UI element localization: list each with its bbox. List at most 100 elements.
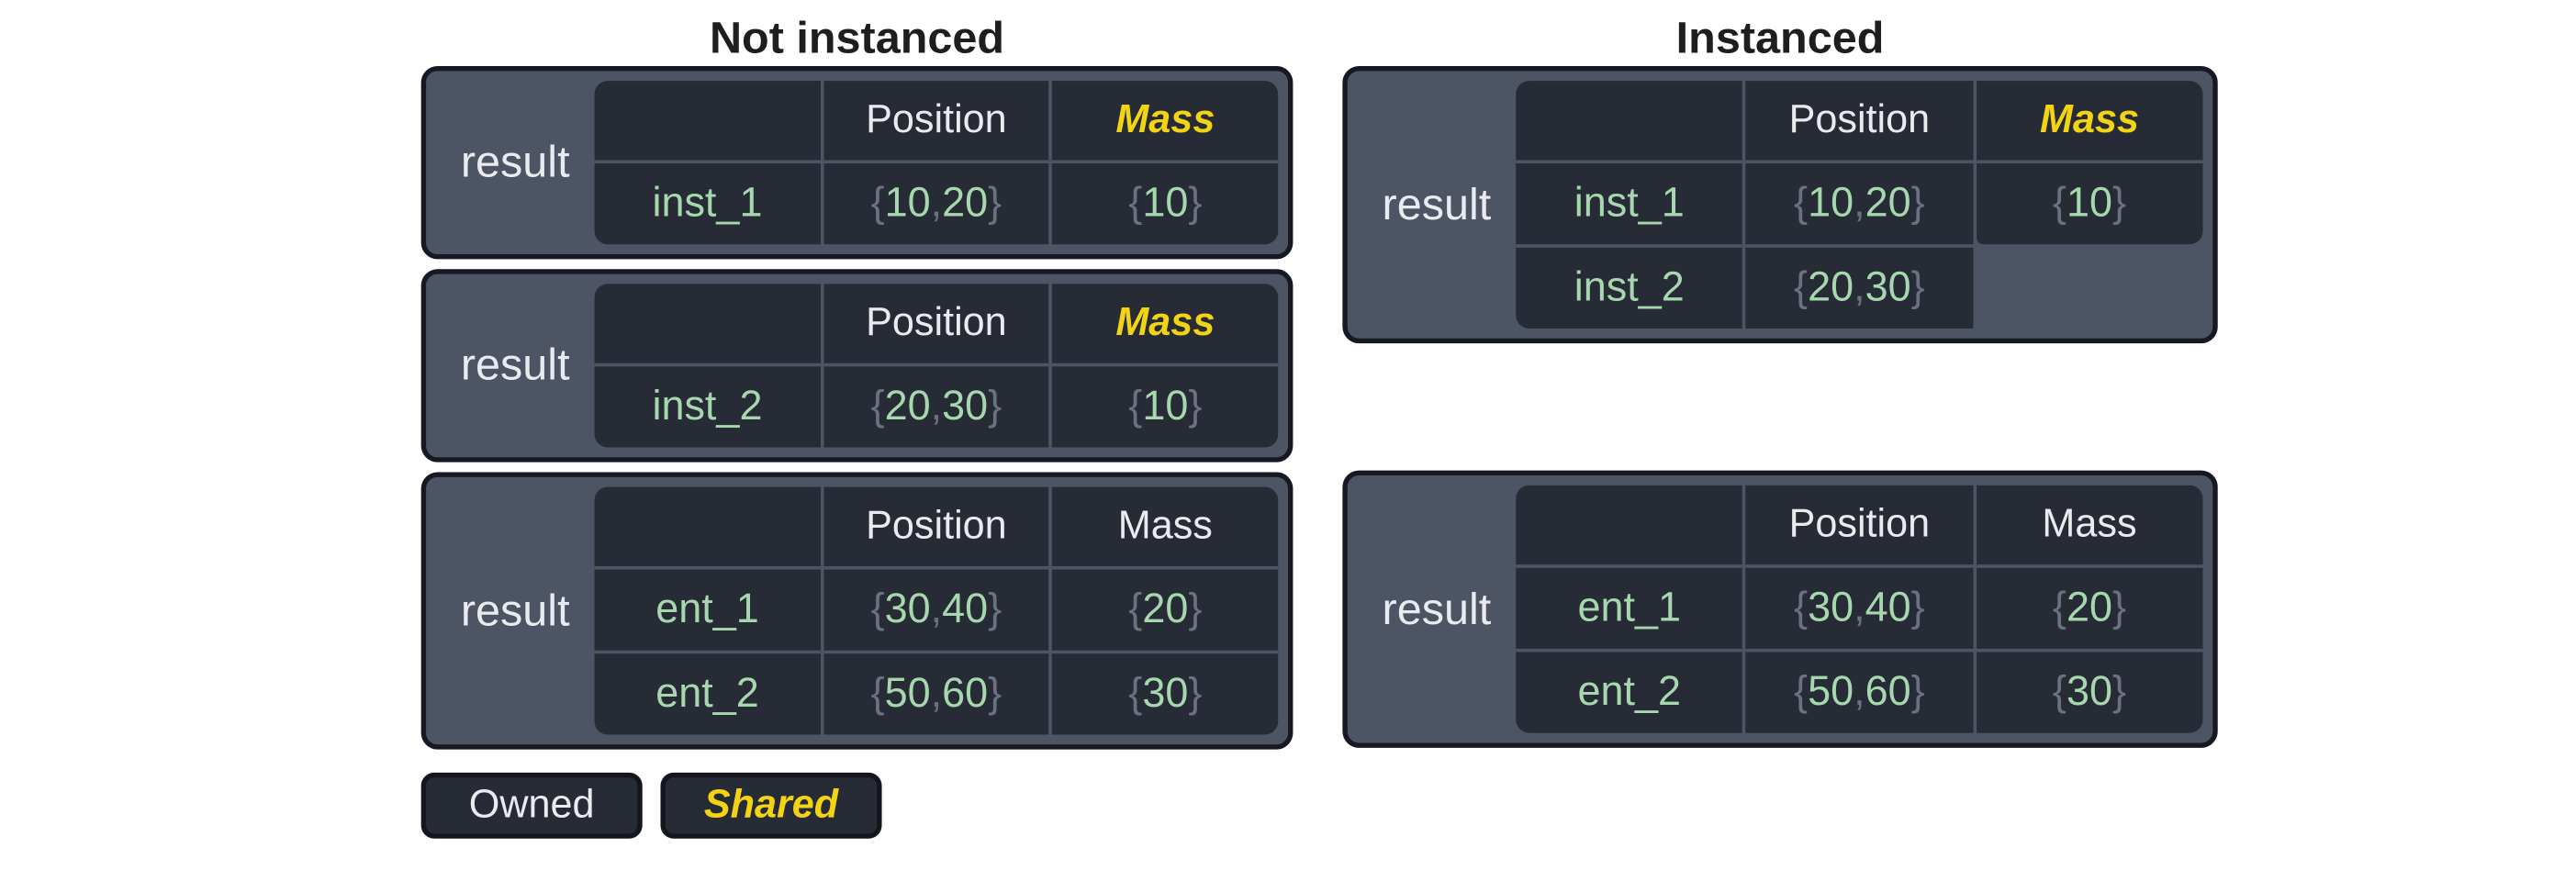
value-text: 30 bbox=[2066, 668, 2112, 715]
value-cell: inst_1 bbox=[595, 163, 821, 244]
value-text: 20 bbox=[2066, 584, 2112, 631]
value-punctuation: } bbox=[1910, 668, 1925, 715]
value-cell: inst_2 bbox=[595, 366, 821, 447]
value-cell: {10, 20} bbox=[823, 163, 1049, 244]
column-header: Position bbox=[1745, 485, 1973, 568]
instanced-title: Instanced bbox=[1675, 13, 1885, 63]
value-cell: {30, 40} bbox=[1746, 568, 1973, 649]
column-entity: ent_1 ent_2 bbox=[594, 486, 821, 735]
column-mass: Mass{10} bbox=[1052, 81, 1279, 245]
value-text: 20 bbox=[884, 383, 931, 429]
value-text: 50 bbox=[884, 670, 931, 717]
value-punctuation: , bbox=[930, 180, 943, 227]
value-punctuation: { bbox=[870, 383, 885, 429]
value-punctuation: { bbox=[1794, 668, 1809, 715]
value-cell: {20, 30} bbox=[1745, 244, 1973, 329]
value-cell: {30} bbox=[1052, 650, 1279, 735]
value-punctuation: } bbox=[988, 586, 1002, 632]
value-text: 20 bbox=[1865, 180, 1911, 227]
value-punctuation: } bbox=[2111, 180, 2127, 227]
value-punctuation: { bbox=[1794, 584, 1809, 631]
value-text: 30 bbox=[884, 586, 931, 632]
value-cell: ent_1 bbox=[1516, 568, 1742, 649]
legend-shared-label: Shared bbox=[703, 782, 839, 828]
column-mass: Mass{10} bbox=[1052, 284, 1279, 448]
value-cell: ent_1 bbox=[595, 570, 821, 651]
column-header: Position bbox=[823, 81, 1049, 164]
value-punctuation: , bbox=[930, 586, 943, 632]
value-cell: inst_2 bbox=[1516, 244, 1743, 329]
result-label: result bbox=[460, 340, 570, 390]
value-cell: {30, 40} bbox=[823, 570, 1049, 651]
value-text: 60 bbox=[942, 670, 989, 717]
value-cell: inst_1 bbox=[1516, 163, 1742, 244]
value-punctuation: } bbox=[1188, 586, 1203, 632]
column-position: Position{30, 40}{50, 60} bbox=[1745, 485, 1973, 733]
column-header: Position bbox=[1745, 81, 1973, 164]
value-punctuation: } bbox=[2111, 668, 2127, 715]
value-text: 40 bbox=[942, 586, 989, 632]
column-header bbox=[594, 487, 821, 570]
value-punctuation: { bbox=[1128, 180, 1143, 227]
column-header: Mass bbox=[1052, 81, 1279, 164]
value-punctuation: { bbox=[870, 586, 885, 632]
value-text: inst_2 bbox=[1574, 263, 1685, 311]
value-text: ent_1 bbox=[655, 586, 759, 632]
value-text: 10 bbox=[2066, 180, 2112, 227]
value-cell: {10} bbox=[1052, 366, 1278, 447]
value-punctuation: , bbox=[1854, 180, 1865, 227]
value-punctuation: { bbox=[2052, 668, 2066, 715]
result-label: result bbox=[460, 137, 570, 187]
value-text: 50 bbox=[1808, 668, 1854, 715]
component-table: inst_1 Position{10, 20}Mass {10} bbox=[594, 81, 1279, 245]
value-cell: ent_2 bbox=[594, 650, 821, 735]
column-position: Position{10, 20} bbox=[823, 81, 1049, 245]
value-text: 10 bbox=[1142, 383, 1189, 429]
value-punctuation: , bbox=[1854, 668, 1865, 715]
value-punctuation: } bbox=[988, 383, 1002, 429]
value-cell: {50, 60} bbox=[823, 650, 1049, 735]
value-text: 30 bbox=[942, 383, 989, 429]
value-punctuation: , bbox=[930, 670, 943, 717]
value-text: 20 bbox=[1142, 586, 1189, 632]
column-entity: inst_2 bbox=[594, 284, 821, 448]
value-text: 30 bbox=[1142, 670, 1189, 717]
value-text: 10 bbox=[884, 180, 931, 227]
column-entity: inst_1 inst_2 bbox=[1516, 81, 1743, 329]
value-text: inst_1 bbox=[652, 180, 763, 227]
result-label: result bbox=[1382, 179, 1492, 229]
value-punctuation: { bbox=[2052, 584, 2066, 631]
value-punctuation: } bbox=[1188, 670, 1203, 717]
column-mass: Mass{20}{30} bbox=[1052, 486, 1279, 735]
value-text: ent_2 bbox=[655, 670, 759, 717]
value-cell: {20, 30} bbox=[823, 366, 1049, 447]
value-text: 40 bbox=[1865, 584, 1911, 631]
value-text: inst_1 bbox=[1574, 180, 1685, 227]
value-punctuation: { bbox=[1794, 180, 1809, 227]
column-header: Mass bbox=[1976, 81, 2203, 164]
value-text: 10 bbox=[1808, 180, 1854, 227]
value-cell: {20} bbox=[1052, 570, 1278, 651]
column-position: Position {10, 20}{20, 30} bbox=[1745, 81, 1973, 329]
not-instanced-title: Not instanced bbox=[709, 13, 1005, 63]
entity-table: result inst_1 Position{10, 20}Mass {10} bbox=[420, 65, 1294, 260]
result-label: result bbox=[460, 585, 570, 635]
value-punctuation: } bbox=[988, 180, 1002, 227]
column-header: Mass bbox=[1052, 284, 1279, 367]
column-entity: inst_1 bbox=[594, 81, 821, 245]
value-punctuation: { bbox=[870, 670, 885, 717]
value-punctuation: { bbox=[1128, 586, 1143, 632]
value-punctuation: } bbox=[1910, 263, 1925, 311]
